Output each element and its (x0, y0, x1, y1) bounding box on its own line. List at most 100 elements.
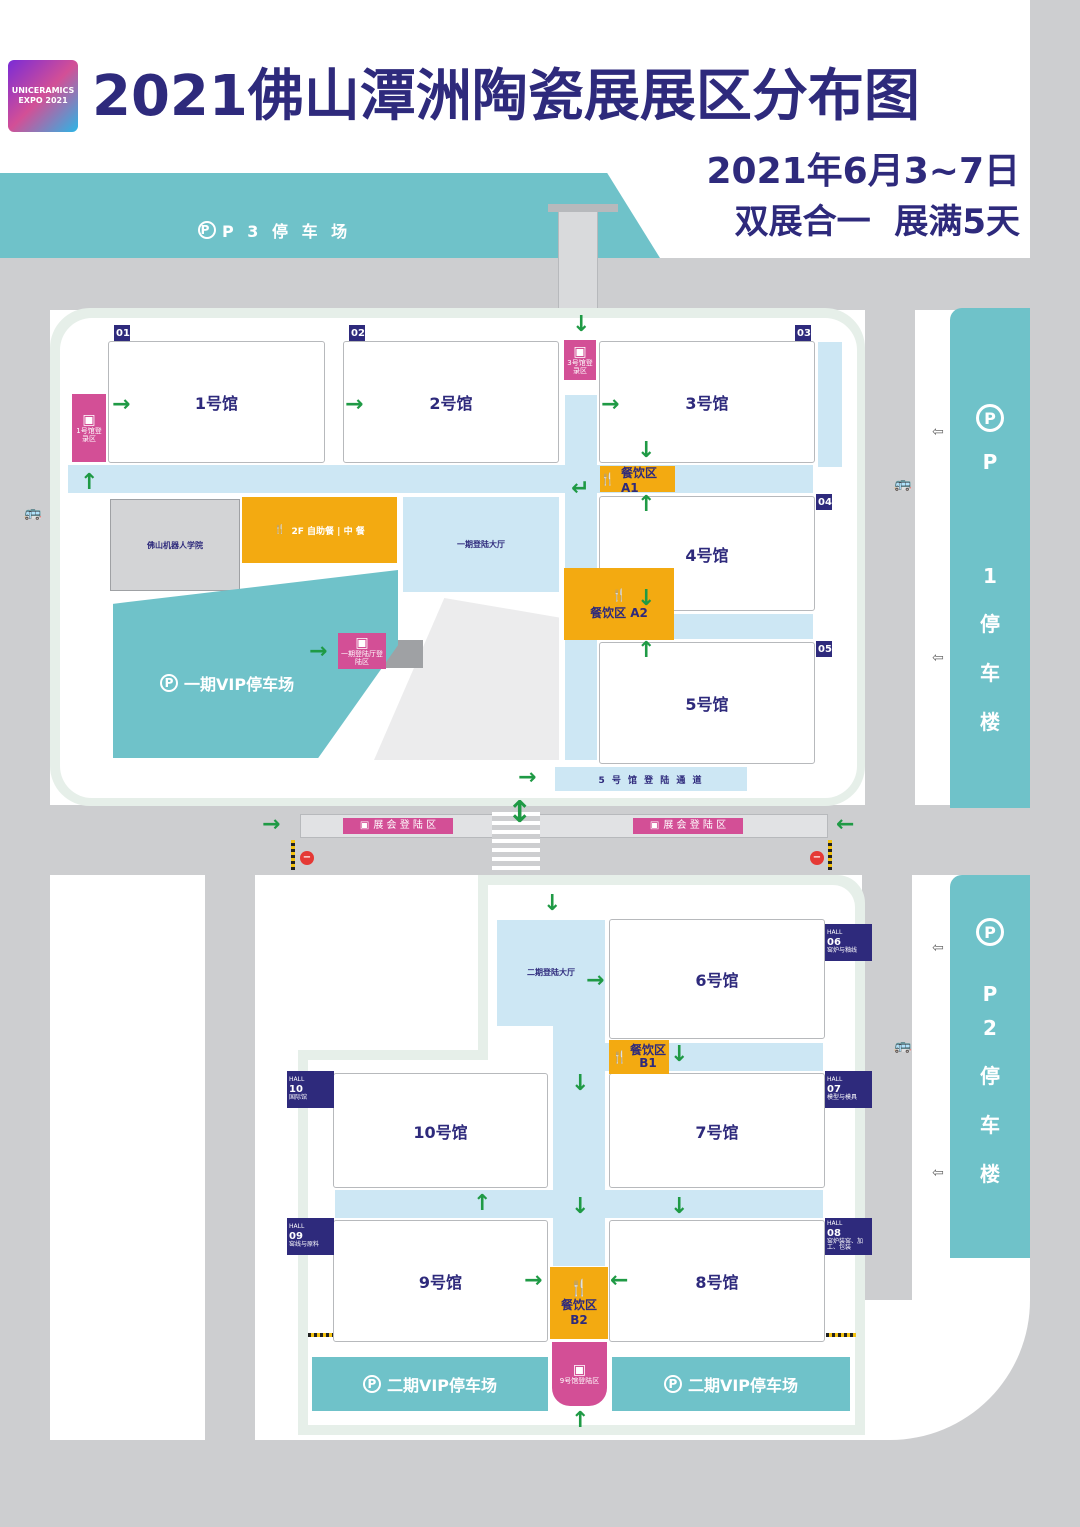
parking-icon: P (976, 918, 1004, 946)
parking-p3-label: P P 3 停 车 场 (198, 218, 351, 242)
event-date: 2021年6月3~7日 (706, 151, 1020, 192)
registration-hall9-label: 9号馆登陆区 (559, 1376, 600, 1385)
hall-2[interactable]: 2号馆 (343, 341, 559, 463)
food-b1-line2: B1 (639, 1056, 657, 1070)
hazard-strip (308, 1333, 333, 1337)
green-arrow-icon: ↓ (637, 586, 656, 611)
green-arrow-icon: ↓ (571, 1194, 590, 1219)
parking-p1-chars: P 1 停 车 楼 (950, 450, 1030, 735)
fork-knife-icon: 🍴 (569, 1278, 589, 1298)
expo-registration-left[interactable]: ▣ 展 会 登 陆 区 (343, 818, 453, 834)
hall-6[interactable]: 6号馆 (609, 919, 825, 1039)
entry-icon: ⇦ (932, 650, 944, 666)
parking-icon: P (362, 1375, 381, 1393)
hall5-passage (555, 767, 747, 791)
expo-registration-right[interactable]: ▣ 展 会 登 陆 区 (633, 818, 743, 834)
food-a1-label: 餐饮区 A1 (620, 465, 657, 495)
p2-char: 停 (980, 1064, 1000, 1088)
phase2-row-mid (335, 1190, 823, 1218)
registration-hall9[interactable]: ▣ 9号馆登陆区 (552, 1342, 607, 1406)
registration-hall1[interactable]: ▣ 1号馆登录区 (72, 394, 106, 462)
phase1-lobby: 一期登陆大厅 (403, 497, 559, 592)
parking-icon: P (198, 221, 216, 239)
registration-phase1-label: 一期登陆厅登陆区 (341, 649, 383, 666)
food-b2-line1: 餐饮区 (560, 1297, 597, 1312)
food-area-b1: 🍴 餐饮区 B1 (609, 1040, 669, 1074)
road-right-upper (865, 305, 915, 810)
logo: UNICERAMICS EXPO 2021 (8, 60, 78, 132)
green-arrow-icon: ↓ (571, 1071, 590, 1096)
road-p1-to-p2-gap (915, 805, 1030, 875)
hall-1-label: 1号馆 (194, 394, 239, 413)
parking-p2-label: P (950, 918, 1030, 946)
green-arrow-icon: → (262, 812, 281, 837)
p1-char: P (982, 450, 998, 474)
green-arrow-icon: ↑ (571, 1408, 590, 1433)
green-arrow-icon: ↑ (637, 638, 656, 663)
green-arrow-icon: → (524, 1268, 543, 1293)
fork-knife-icon: 🍴 (600, 472, 615, 486)
parking-vip1-text: 一期VIP停车场 (184, 675, 295, 694)
hall-8[interactable]: 8号馆 (609, 1220, 825, 1342)
road-right-vertical (1030, 0, 1080, 1310)
register-icon: ▣ (359, 820, 370, 832)
robot-academy: 佛山机器人学院 (110, 499, 240, 591)
registration-hall3[interactable]: ▣ 3号馆登录区 (564, 340, 596, 380)
hall-3[interactable]: 3号馆 (599, 341, 815, 463)
fork-knife-icon: 🍴 (274, 525, 286, 535)
hazard-strip (828, 840, 832, 870)
parking-vip2-left-text: 二期VIP停车场 (386, 1376, 498, 1395)
food-b1-text: 餐饮区 B1 (630, 1043, 666, 1070)
registration-phase1[interactable]: ▣ 一期登陆厅登陆区 (338, 633, 386, 669)
green-arrow-icon: ↓ (670, 1194, 689, 1219)
page-title: 2021佛山潭洲陶瓷展展区分布图 (92, 64, 920, 129)
green-arrow-icon: ← (836, 812, 855, 837)
no-entry-icon: − (810, 851, 824, 865)
green-arrow-icon: → (112, 392, 131, 417)
hall-10-label: 10号馆 (413, 1122, 468, 1142)
parking-vip2-left: P 二期VIP停车场 (312, 1357, 548, 1411)
parking-p2-chars: P 2 停 车 楼 (950, 982, 1030, 1187)
p1-char: 车 (980, 661, 1000, 685)
green-arrow-icon: ↓ (543, 891, 562, 916)
green-arrow-icon: ↑ (637, 492, 656, 517)
hall-10[interactable]: 10号馆 (333, 1073, 548, 1188)
hall-5-label: 5号馆 (685, 695, 729, 714)
green-arrow-icon: ↓ (572, 312, 591, 337)
hall-tag-05: 05 (816, 641, 832, 657)
phase2-lobby (497, 920, 605, 1026)
hall-7-label: 7号馆 (695, 1122, 739, 1142)
parking-p3 (0, 173, 660, 258)
parking-p1-label: P (950, 404, 1030, 432)
green-arrow-icon: → (518, 765, 537, 790)
registration-hall3-label: 3号馆登录区 (567, 358, 593, 375)
green-arrow-icon: → (586, 968, 605, 993)
buffet-label: 2F 自助餐 | 中 餐 (291, 526, 365, 537)
register-icon: ▣ (649, 820, 660, 832)
hall-1[interactable]: 1号馆 (108, 341, 325, 463)
hall-tag-01: 01 (114, 325, 130, 341)
parking-icon: P (160, 674, 178, 692)
green-arrow-icon: → (601, 392, 620, 417)
food-b2-line2: B2 (570, 1312, 588, 1327)
food-area-a1: 🍴 餐饮区 A1 (600, 465, 675, 495)
hall-tag-04: 04 (816, 494, 832, 510)
phase2-lobby-label: 二期登陆大厅 (527, 967, 575, 977)
register-icon: ▣ (82, 411, 96, 428)
food-a2-label: 餐饮区 A2 (590, 605, 648, 620)
hall-5[interactable]: 5号馆 (599, 642, 815, 764)
hall-9[interactable]: 9号馆 (333, 1220, 548, 1342)
hall-7[interactable]: 7号馆 (609, 1073, 825, 1188)
hall-3-label: 3号馆 (685, 394, 729, 413)
hall-6-label: 6号馆 (695, 971, 739, 990)
fork-knife-icon: 🍴 (612, 1050, 627, 1064)
parking-vip2-right-text: 二期VIP停车场 (687, 1376, 799, 1395)
parking-vip2-right: P 二期VIP停车场 (612, 1357, 850, 1411)
parking-icon: P (663, 1375, 682, 1393)
bus-stop-icon: 🚌 (894, 1038, 912, 1054)
green-arrow-icon: ← (610, 1268, 629, 1293)
